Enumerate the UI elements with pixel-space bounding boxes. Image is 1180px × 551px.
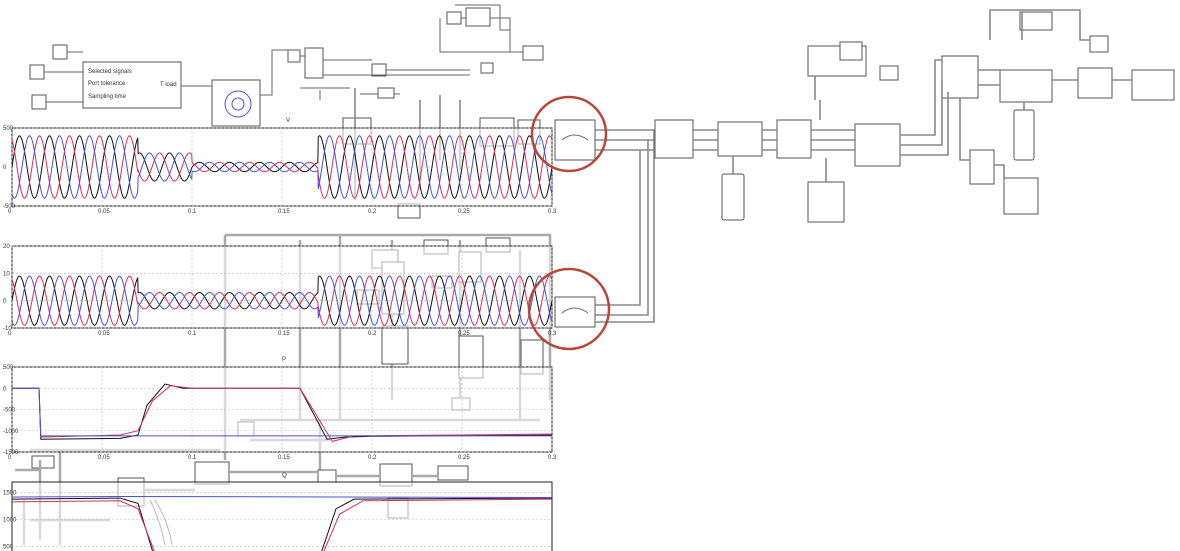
x-tick-label: 0.05 (98, 455, 110, 461)
machine-block[interactable] (212, 80, 260, 126)
input-block-3[interactable] (32, 95, 46, 109)
top-block-4[interactable] (447, 12, 461, 24)
top-block-3[interactable] (372, 64, 386, 76)
active-power-plot-title: P (282, 357, 286, 363)
y-tick-label: -10 (3, 326, 12, 332)
chain-battery-1[interactable] (722, 174, 744, 220)
source-block-line-2: Port tolerance (88, 81, 126, 87)
right-measure-block[interactable] (1004, 178, 1038, 214)
chain-block-3[interactable] (777, 120, 811, 158)
y-tick-label: 0 (3, 165, 7, 171)
chain-block-1[interactable] (655, 120, 693, 158)
y-tick-label: -500 (3, 204, 16, 210)
right-block-3[interactable] (1078, 68, 1112, 98)
source-block-right-label: T load (160, 82, 177, 88)
x-tick-label: 0.1 (188, 455, 197, 461)
right-block-1[interactable] (942, 56, 978, 98)
reactive-power-plot-title: Q (282, 473, 287, 479)
x-tick-label: 0.25 (458, 209, 470, 215)
x-tick-label: 0.05 (98, 331, 110, 337)
top-block-6[interactable] (523, 46, 543, 60)
top-block-7[interactable] (481, 63, 493, 73)
top-block-1[interactable] (288, 50, 300, 62)
y-tick-label: -1000 (3, 429, 19, 435)
source-block-line-1: Selected signals (88, 69, 132, 75)
right-block-4[interactable] (1132, 70, 1174, 100)
right-block-2[interactable] (1000, 70, 1052, 102)
y-tick-label: -500 (3, 408, 16, 414)
x-tick-label: 0.1 (188, 331, 197, 337)
breaker-block-lower[interactable] (555, 297, 595, 327)
chain-measure-block[interactable] (808, 182, 844, 222)
chain-wires (693, 76, 855, 182)
voltage-plot-title: V (286, 118, 290, 124)
y-tick-label: -1500 (3, 450, 19, 456)
input-block-1[interactable] (53, 45, 67, 59)
right-block-6[interactable] (1090, 36, 1108, 52)
x-tick-label: 0.2 (368, 455, 377, 461)
chain-block-5[interactable] (840, 42, 862, 60)
x-tick-label: 0.3 (548, 331, 557, 337)
x-tick-label: 0.3 (548, 455, 557, 461)
mid-block-1[interactable] (378, 88, 394, 98)
x-tick-label: 0.15 (278, 331, 290, 337)
right-battery[interactable] (1014, 110, 1034, 160)
chain-block-2[interactable] (718, 122, 762, 156)
y-tick-label: 1500 (3, 491, 17, 497)
y-tick-label: 500 (3, 126, 14, 132)
y-tick-label: 500 (3, 544, 14, 550)
x-tick-label: 0.2 (368, 331, 377, 337)
y-tick-label: 10 (3, 271, 10, 277)
breaker-wires (595, 130, 655, 322)
y-tick-label: 1000 (3, 518, 17, 524)
lower-block-13[interactable] (195, 462, 229, 484)
chain-block-7[interactable] (855, 124, 900, 166)
chain-block-6[interactable] (880, 66, 898, 80)
lower-block-16[interactable] (438, 466, 468, 480)
top-block-5[interactable] (466, 8, 490, 26)
reactive-power-plot-frame (12, 482, 552, 551)
x-tick-label: 0.25 (458, 331, 470, 337)
y-tick-label: 0 (3, 299, 7, 305)
right-block-5[interactable] (1020, 12, 1052, 30)
right-block-7[interactable] (970, 150, 994, 184)
y-tick-label: 20 (3, 244, 10, 250)
x-tick-label: 0.15 (278, 209, 290, 215)
lower-block-14[interactable] (318, 470, 336, 482)
source-block-line-3: Sampling time (88, 94, 127, 100)
lower-block-10[interactable] (382, 326, 408, 364)
x-tick-label: 0.3 (548, 209, 557, 215)
input-block-2[interactable] (30, 65, 44, 79)
x-tick-label: 0.25 (458, 455, 470, 461)
x-tick-label: 0.05 (98, 209, 110, 215)
top-block-2[interactable] (305, 48, 323, 78)
reactive-power-plot[interactable]: Q 1500 1000 500 (3, 473, 552, 551)
breaker-block-upper[interactable] (555, 120, 595, 160)
x-tick-label: 0.1 (188, 209, 197, 215)
y-tick-label: 0 (3, 386, 7, 392)
y-tick-label: 500 (3, 365, 14, 371)
lower-block-18[interactable] (32, 456, 54, 468)
x-tick-label: 0.15 (278, 455, 290, 461)
x-tick-label: 0.2 (368, 209, 377, 215)
